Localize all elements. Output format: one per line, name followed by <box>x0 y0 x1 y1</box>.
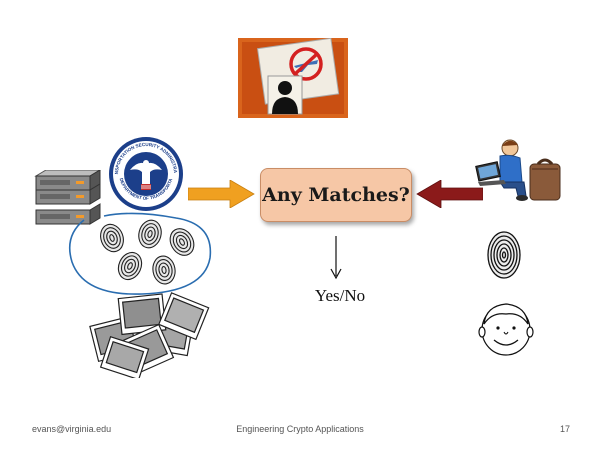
red-arrow-icon <box>416 180 483 208</box>
silhouette-icon <box>272 81 298 114</box>
photo-stack-icon <box>89 292 210 378</box>
match-label: Any Matches? <box>262 184 410 206</box>
result-label: Yes/No <box>314 286 366 305</box>
footer-title: Engineering Crypto Applications <box>236 424 364 434</box>
fingerprint-icon <box>169 228 195 256</box>
slide-number: 17 <box>559 424 570 434</box>
fingerprint-icon <box>487 231 521 279</box>
no-plane-icon <box>289 47 323 81</box>
traveler-laptop-icon <box>475 139 561 201</box>
fingerprint-database <box>68 212 212 295</box>
no-fly-list-image <box>238 38 348 118</box>
orange-arrow-icon <box>188 180 255 208</box>
server-stack-icon <box>34 170 101 225</box>
fingerprint-icon <box>152 255 176 285</box>
tsa-seal-logo: TRANSPORTATION SECURITY ADMINISTRATION U… <box>108 136 183 211</box>
fingerprint-icon <box>138 219 162 249</box>
fingerprint-icon <box>100 223 124 253</box>
match-box: Any Matches? <box>260 168 412 222</box>
footer-email: evans@virginia.edu <box>32 424 112 434</box>
down-arrow-icon <box>330 236 342 280</box>
fingerprint-icon <box>117 251 143 281</box>
smiley-face-icon <box>478 303 534 356</box>
eagle-icon <box>130 160 162 190</box>
